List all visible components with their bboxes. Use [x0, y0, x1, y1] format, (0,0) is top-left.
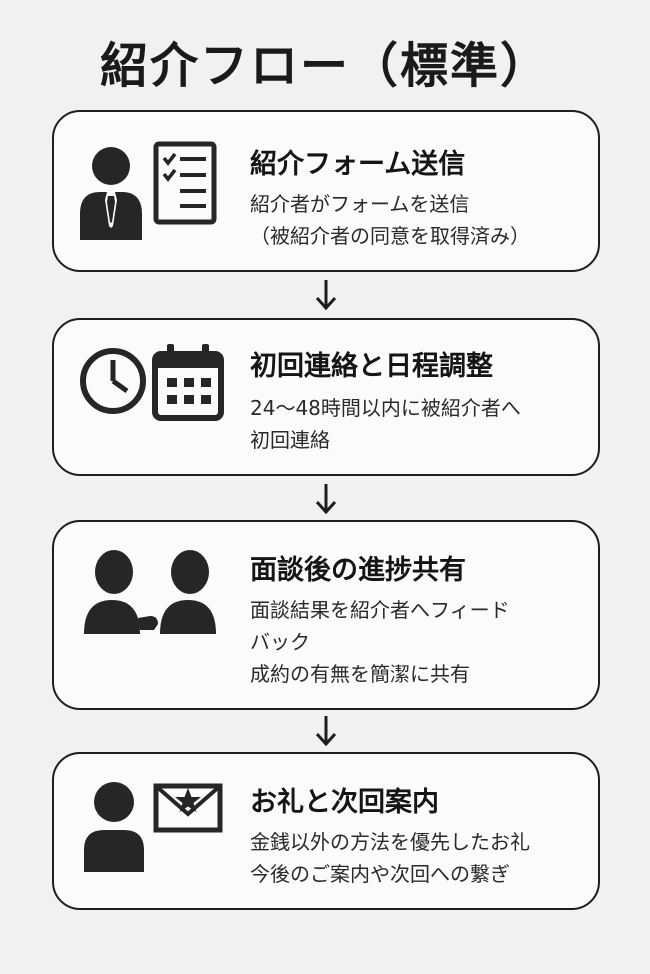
person-with-form-icon — [78, 136, 228, 250]
step-description-line: 面談結果を紹介者へフィード — [250, 598, 510, 622]
step-description-line: 今後のご案内や次回への繋ぎ — [250, 862, 510, 886]
step-title: お礼と次回案内 — [250, 787, 439, 818]
step-card-progress-sharing: 面談後の進捗共有 面談結果を紹介者へフィード バック 成約の有無を簡潔に共有 — [52, 520, 600, 710]
step-card-thanks-next: お礼と次回案内 金銭以外の方法を優先したお礼 今後のご案内や次回への繋ぎ — [52, 752, 600, 910]
step-description-line: 金銭以外の方法を優先したお礼 — [250, 830, 530, 854]
step-description-line: 紹介者がフォームを送信 — [250, 192, 470, 216]
step-description-line: 24〜48時間以内に被紹介者へ — [250, 396, 521, 420]
arrow-down-icon — [315, 716, 337, 747]
arrow-down-icon — [315, 484, 337, 515]
step-description: 面談結果を紹介者へフィード バック 成約の有無を簡潔に共有 — [250, 594, 510, 690]
arrow-down-icon — [315, 280, 337, 311]
step-card-form-submission: 紹介フォーム送信 紹介者がフォームを送信 （被紹介者の同意を取得済み） — [52, 110, 600, 272]
person-with-star-envelope-icon — [82, 778, 232, 878]
step-description-line: （被紹介者の同意を取得済み） — [250, 224, 530, 248]
step-title: 初回連絡と日程調整 — [250, 351, 493, 382]
clock-calendar-icon — [78, 344, 228, 428]
page-title: 紹介フロー（標準） — [99, 38, 550, 94]
step-title: 紹介フォーム送信 — [250, 149, 466, 180]
step-description: 金銭以外の方法を優先したお礼 今後のご案内や次回への繋ぎ — [250, 826, 530, 890]
step-description-line: 初回連絡 — [250, 428, 330, 452]
step-title: 面談後の進捗共有 — [250, 555, 466, 586]
two-people-meeting-icon — [80, 546, 230, 640]
step-card-first-contact: 初回連絡と日程調整 24〜48時間以内に被紹介者へ 初回連絡 — [52, 318, 600, 476]
step-description: 紹介者がフォームを送信 （被紹介者の同意を取得済み） — [250, 188, 530, 252]
step-description-line: バック — [250, 630, 310, 654]
step-description: 24〜48時間以内に被紹介者へ 初回連絡 — [250, 392, 521, 456]
step-description-line: 成約の有無を簡潔に共有 — [250, 662, 470, 686]
